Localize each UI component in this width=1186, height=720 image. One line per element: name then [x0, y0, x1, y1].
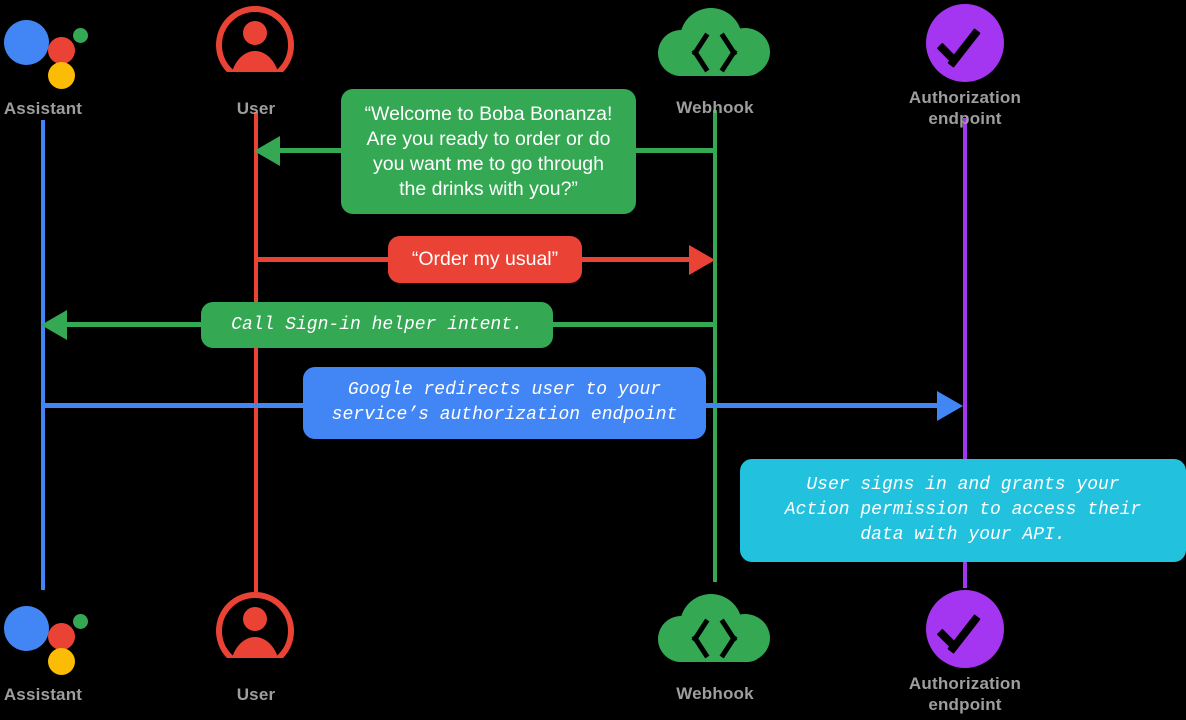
- cloud-base-icon: [664, 46, 764, 76]
- actor-label-webhook: Webhook: [676, 98, 754, 117]
- arrow-head-welcome: [254, 136, 280, 166]
- lifeline-user: [254, 112, 258, 592]
- actor-label-auth: Authorization endpoint: [908, 88, 1022, 128]
- message-bubble-order-usual: “Order my usual”: [388, 236, 582, 283]
- message-bubble-signin-helper: Call Sign-in helper intent.: [201, 302, 553, 348]
- message-bubble-welcome: “Welcome to Boba Bonanza! Are you ready …: [341, 89, 636, 214]
- assistant-blue-circle-icon: [4, 20, 49, 65]
- user-clip-mask: [216, 72, 294, 86]
- assistant-yellow-circle-icon: [48, 648, 75, 675]
- cloud-code-icon-bottom: [658, 594, 770, 674]
- lifeline-webhook: [713, 110, 717, 582]
- arrow-head-order-usual: [689, 245, 715, 275]
- user-head-icon: [243, 21, 267, 45]
- purple-check-icon-bottom: [926, 590, 1004, 668]
- actor-label-assistant: Assistant: [3, 99, 83, 118]
- arrow-head-redirect: [937, 391, 963, 421]
- cloud-code-icon: [658, 8, 770, 88]
- user-avatar-icon-bottom: [216, 592, 294, 672]
- assistant-blue-circle-icon: [4, 606, 49, 651]
- lifeline-assistant: [41, 120, 45, 590]
- arrow-head-signin-helper: [41, 310, 67, 340]
- assistant-red-circle-icon: [48, 623, 75, 650]
- actor-label-user-bottom: User: [236, 685, 276, 704]
- user-clip-mask: [216, 658, 294, 672]
- purple-check-icon: [926, 4, 1004, 82]
- message-bubble-grant-permission: User signs in and grants your Action per…: [740, 459, 1186, 562]
- message-bubble-redirect: Google redirects user to your service’s …: [303, 367, 706, 439]
- cloud-base-icon: [664, 632, 764, 662]
- actor-label-webhook-bottom: Webhook: [676, 684, 754, 703]
- actor-label-auth-bottom: Authorization endpoint: [908, 674, 1022, 714]
- google-assistant-logo-bottom: [4, 596, 90, 675]
- lifeline-auth: [963, 118, 967, 588]
- actor-label-assistant-bottom: Assistant: [3, 685, 83, 704]
- assistant-red-circle-icon: [48, 37, 75, 64]
- assistant-green-circle-icon: [73, 28, 88, 43]
- google-assistant-logo: [4, 10, 90, 89]
- user-avatar-icon: [216, 6, 294, 86]
- assistant-yellow-circle-icon: [48, 62, 75, 89]
- actor-label-user: User: [236, 99, 276, 118]
- user-head-icon: [243, 607, 267, 631]
- assistant-green-circle-icon: [73, 614, 88, 629]
